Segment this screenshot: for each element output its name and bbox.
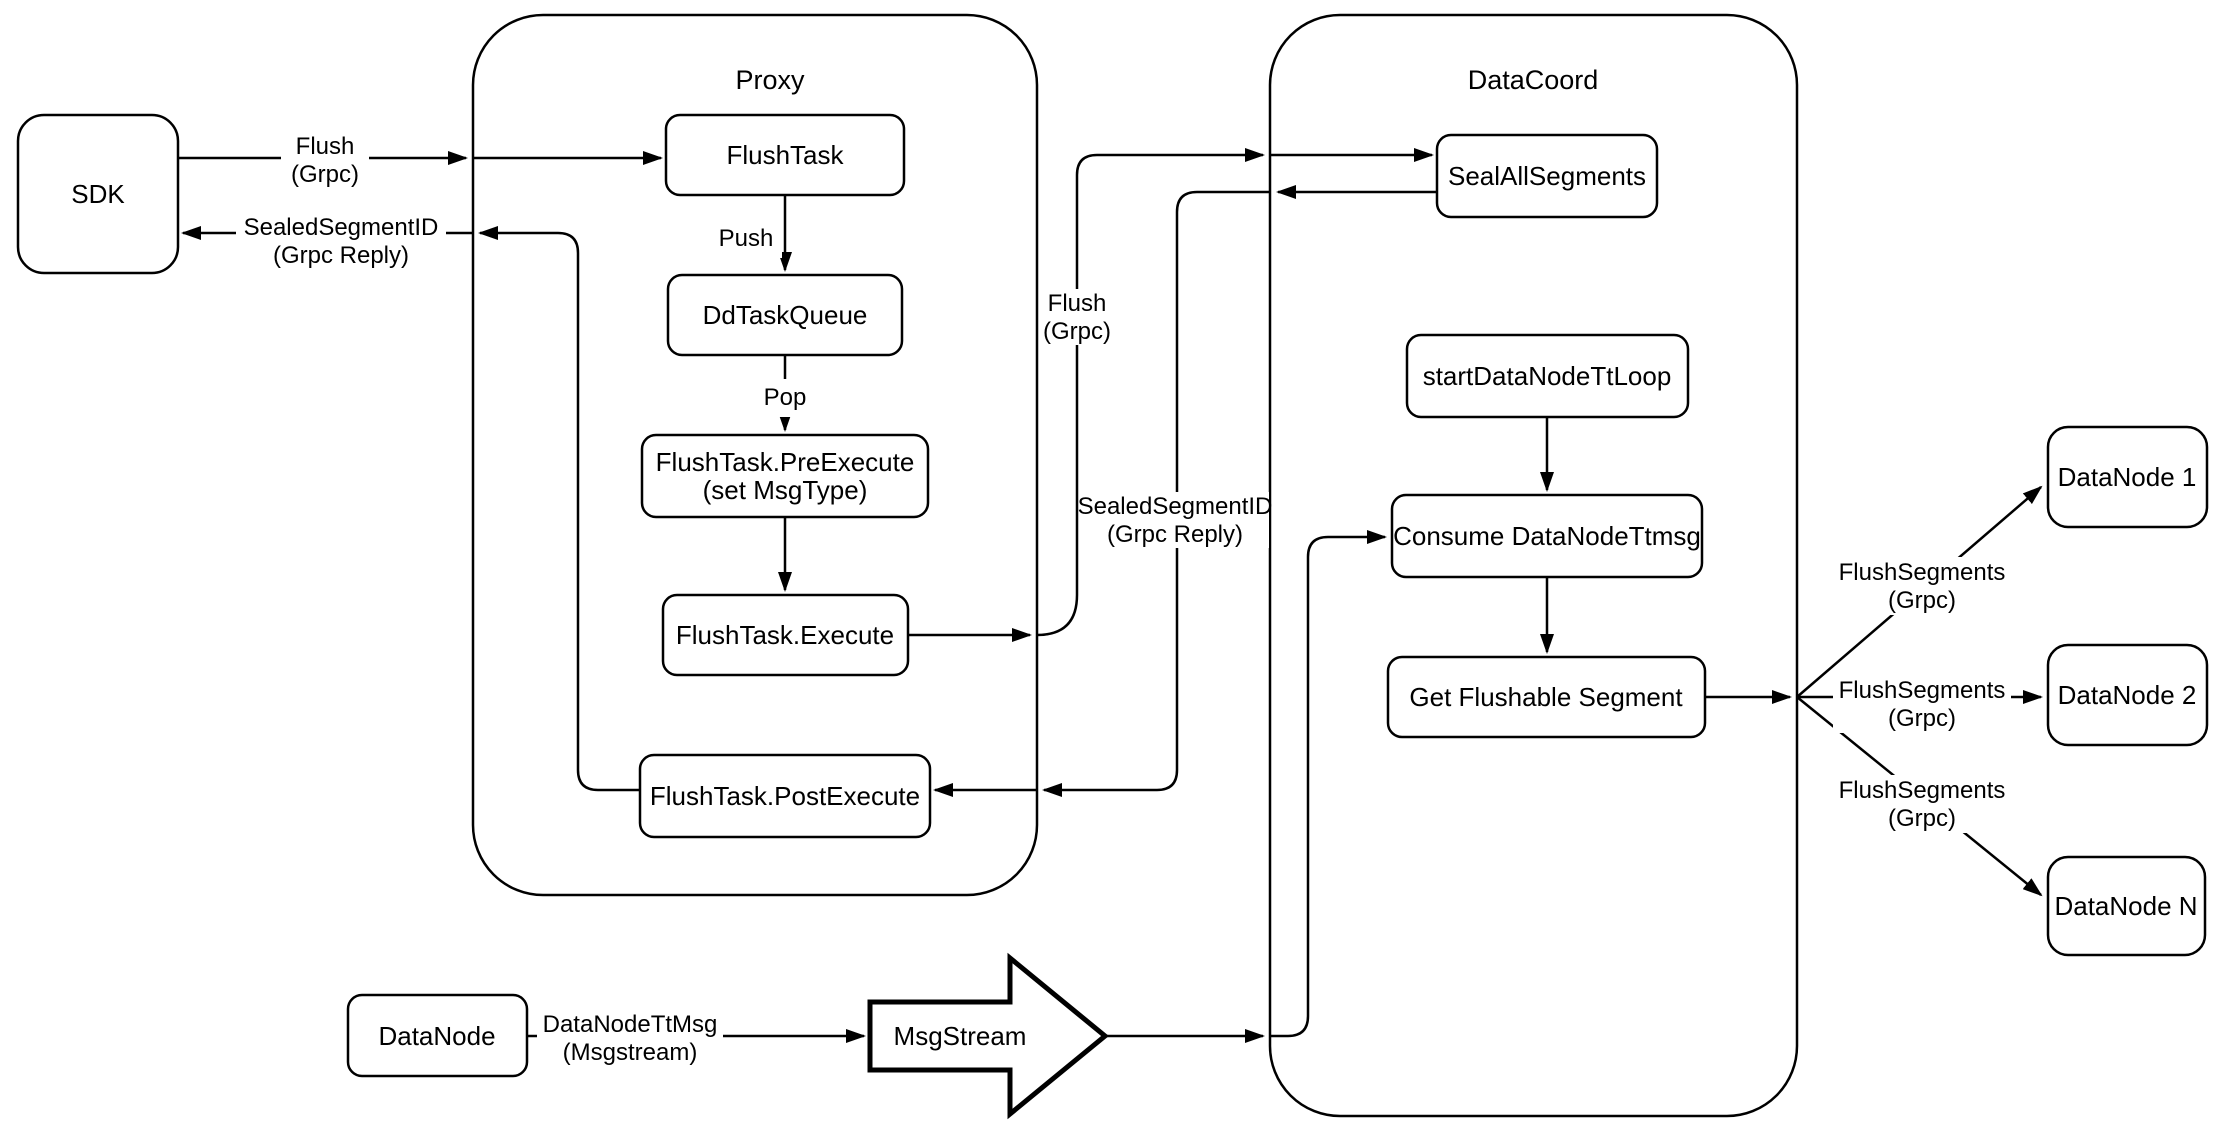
- node-execute-label: FlushTask.Execute: [676, 620, 894, 650]
- edge-label-flush-mid-bg: [1040, 289, 1114, 345]
- container-proxy-outline: [471, 13, 1039, 897]
- node-preexecute-label-line2: (set MsgType): [703, 475, 868, 505]
- edge-label-sealedsegmentid-sdk-bg: [236, 212, 446, 270]
- node-ddtaskqueue-box: [666, 273, 904, 357]
- edge-label-flushsegments-1-line2: (Grpc): [1888, 587, 1956, 614]
- node-startdatanodettloop-box: [1405, 333, 1690, 419]
- container-datacoord-outline: [1268, 13, 1799, 1118]
- node-sdk-box: [16, 113, 180, 275]
- node-datanode1: DataNode 1: [2046, 425, 2209, 529]
- node-datanode1-label: DataNode 1: [2058, 462, 2197, 492]
- node-datanode-label: DataNode: [378, 1021, 495, 1051]
- node-postexecute-label: FlushTask.PostExecute: [650, 781, 920, 811]
- edge-label-flushsegments-2: FlushSegments (Grpc): [1833, 675, 2011, 733]
- edge-label-flush-sdk-line2: (Grpc): [291, 161, 359, 188]
- node-execute-box: [661, 593, 910, 677]
- edge-msgstream-to-consume: [1270, 530, 1387, 1038]
- node-datanoden-box: [2046, 855, 2207, 957]
- edge-label-flush-sdk: Flush (Grpc): [281, 131, 369, 189]
- edge-label-datanodettmsg: DataNodeTtMsg (Msgstream): [537, 1009, 723, 1067]
- edge-label-push-text: Push: [719, 225, 774, 252]
- node-sdk-label: SDK: [71, 179, 125, 209]
- edge-label-pop-bg: [749, 379, 821, 417]
- container-proxy-title: Proxy: [735, 65, 805, 95]
- edge-label-sealedsegmentid-sdk-line1: SealedSegmentID: [244, 214, 439, 241]
- node-msgstream-arrow-shape: [867, 952, 1109, 1120]
- node-getflushablesegment-label: Get Flushable Segment: [1409, 682, 1683, 712]
- node-flushtask-box: [664, 113, 906, 197]
- node-flushtask: FlushTask: [664, 113, 906, 197]
- edge-labels: Flush (Grpc) SealedSegmentID (Grpc Reply…: [236, 131, 2011, 1067]
- node-sealallsegments-label: SealAllSegments: [1448, 161, 1646, 191]
- node-msgstream-label: MsgStream: [894, 1021, 1027, 1051]
- edge-label-flushsegments-2-line1: FlushSegments: [1839, 677, 2006, 704]
- edge-flush-proxy-to-datacoord-border: [1036, 148, 1265, 637]
- edge-label-flush-mid-line1: Flush: [1048, 290, 1107, 317]
- node-datanode-box: [346, 993, 529, 1078]
- node-sdk: SDK: [16, 113, 180, 275]
- edge-label-sealedsegmentid-mid-line2: (Grpc Reply): [1107, 521, 1243, 548]
- edge-label-sealedsegmentid-mid: SealedSegmentID (Grpc Reply): [1078, 492, 1273, 548]
- container-datacoord: DataCoord: [1268, 13, 1799, 1118]
- node-datanode: DataNode: [346, 993, 529, 1078]
- edge-label-sealedsegmentid-mid-bg: [1081, 492, 1269, 548]
- node-consumedatanodettmsg-label: Consume DataNodeTtmsg: [1393, 521, 1701, 551]
- node-datanode2: DataNode 2: [2046, 643, 2209, 747]
- edge-label-flushsegments-1: FlushSegments (Grpc): [1833, 557, 2011, 615]
- edge-label-sealedsegmentid-sdk-line2: (Grpc Reply): [273, 242, 409, 269]
- edge-label-datanodettmsg-line1: DataNodeTtMsg: [543, 1011, 718, 1038]
- edge-label-flush-sdk-bg: [281, 131, 369, 189]
- edge-label-flushsegments-1-bg: [1833, 557, 2011, 615]
- edge-sealedsegmentid-to-proxy-border: [1042, 190, 1270, 797]
- edge-label-flushsegments-n-line2: (Grpc): [1888, 805, 1956, 832]
- edge-label-flushsegments-2-line2: (Grpc): [1888, 705, 1956, 732]
- edge-label-flush-sdk-line1: Flush: [296, 133, 355, 160]
- edges: [178, 148, 2043, 1043]
- nodes: SDK FlushTask DdTaskQueue FlushTask.PreE…: [16, 113, 2209, 1120]
- node-postexecute: FlushTask.PostExecute: [638, 753, 932, 839]
- node-sealallsegments-box: [1435, 133, 1659, 219]
- edge-label-sealedsegmentid-mid-line1: SealedSegmentID: [1078, 493, 1273, 520]
- edge-label-sealedsegmentid-sdk: SealedSegmentID (Grpc Reply): [236, 212, 446, 270]
- edge-label-flush-mid: Flush (Grpc): [1040, 289, 1114, 345]
- edge-label-datanodettmsg-bg: [537, 1009, 723, 1067]
- node-execute: FlushTask.Execute: [661, 593, 910, 677]
- node-msgstream: MsgStream: [867, 952, 1109, 1120]
- node-startdatanodettloop: startDataNodeTtLoop: [1405, 333, 1690, 419]
- node-preexecute-label-line1: FlushTask.PreExecute: [656, 447, 915, 477]
- node-preexecute: FlushTask.PreExecute (set MsgType): [640, 433, 930, 519]
- container-proxy: Proxy: [471, 13, 1039, 897]
- node-ddtaskqueue: DdTaskQueue: [666, 273, 904, 357]
- edge-label-flushsegments-2-bg: [1833, 675, 2011, 733]
- node-sealallsegments: SealAllSegments: [1435, 133, 1659, 219]
- edge-label-datanodettmsg-line2: (Msgstream): [563, 1039, 698, 1066]
- edge-label-push-bg: [710, 220, 782, 258]
- edge-label-flush-mid-line2: (Grpc): [1043, 318, 1111, 345]
- edge-label-flushsegments-n: FlushSegments (Grpc): [1833, 775, 2011, 833]
- edge-label-push: Push: [710, 220, 782, 258]
- container-datacoord-title: DataCoord: [1468, 65, 1599, 95]
- edge-label-flushsegments-1-line1: FlushSegments: [1839, 559, 2006, 586]
- node-startdatanodettloop-label: startDataNodeTtLoop: [1423, 361, 1672, 391]
- edge-reply-postexecute-to-proxy-border: [478, 226, 640, 792]
- node-getflushablesegment-box: [1386, 655, 1707, 739]
- node-preexecute-box: [640, 433, 930, 519]
- node-ddtaskqueue-label: DdTaskQueue: [703, 300, 868, 330]
- node-datanode1-box: [2046, 425, 2209, 529]
- node-consumedatanodettmsg: Consume DataNodeTtmsg: [1390, 493, 1704, 579]
- node-datanode2-box: [2046, 643, 2209, 747]
- edge-label-pop-text: Pop: [764, 384, 807, 411]
- node-datanoden: DataNode N: [2046, 855, 2207, 957]
- edge-label-flushsegments-n-bg: [1833, 775, 2011, 833]
- node-consumedatanodettmsg-box: [1390, 493, 1704, 579]
- node-postexecute-box: [638, 753, 932, 839]
- node-flushtask-label: FlushTask: [726, 140, 844, 170]
- edge-label-pop: Pop: [749, 379, 821, 417]
- node-datanode2-label: DataNode 2: [2058, 680, 2197, 710]
- edge-label-flushsegments-n-line1: FlushSegments: [1839, 777, 2006, 804]
- node-getflushablesegment: Get Flushable Segment: [1386, 655, 1707, 739]
- node-datanoden-label: DataNode N: [2054, 891, 2197, 921]
